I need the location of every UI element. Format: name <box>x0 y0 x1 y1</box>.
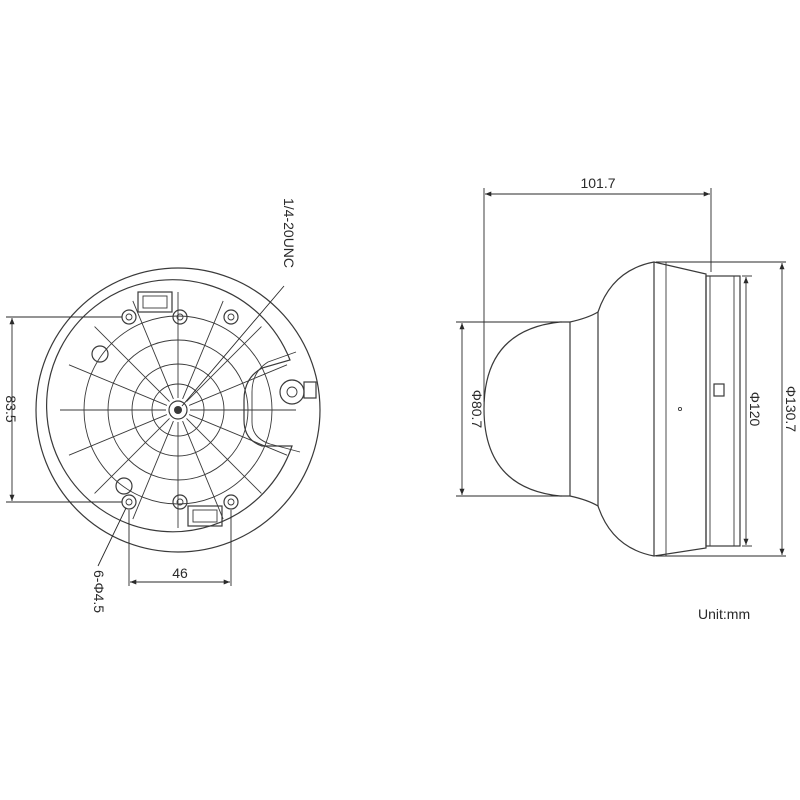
hole-bottom-mid <box>172 494 188 510</box>
depth-dim-label: 101.7 <box>580 175 615 191</box>
indicator-dot <box>677 406 683 412</box>
rib <box>132 420 174 520</box>
side-lug <box>279 379 305 405</box>
rib <box>68 414 168 456</box>
thread-label: 1/4-20UNC <box>281 198 297 268</box>
rib <box>186 418 262 494</box>
dome <box>483 321 570 497</box>
holes-label: 6-Φ4.5 <box>91 570 107 613</box>
base-dim-label: Φ120 <box>747 392 763 427</box>
side-view: 101.7 Φ80.7 Φ120 Φ130.7 <box>456 175 799 557</box>
center-screw <box>168 400 188 420</box>
rib <box>132 300 174 400</box>
rib <box>94 418 170 494</box>
thread-leader <box>181 285 285 407</box>
hole-bottom-right <box>223 494 239 510</box>
outer-rim <box>35 267 321 553</box>
center-screw-core <box>174 406 182 414</box>
side-cable-notch <box>251 351 301 453</box>
base-tab <box>713 383 725 397</box>
hole-bottom-left <box>121 494 137 510</box>
radial-ribs <box>60 292 296 528</box>
rib <box>182 300 224 400</box>
rib <box>94 326 170 402</box>
holes-leader <box>97 507 127 567</box>
bottom-tab <box>115 477 133 495</box>
unit-label: Unit:mm <box>698 606 750 622</box>
dome-collar <box>569 310 599 508</box>
dome-dim-label: Φ80.7 <box>469 390 485 429</box>
rib <box>186 326 262 402</box>
rib <box>188 364 288 406</box>
ring-2 <box>131 363 225 457</box>
ring-3 <box>107 339 249 481</box>
front-view: 1/4-20UNC 83.5 46 6-Φ4.5 <box>3 198 321 613</box>
height-dim-label: 83.5 <box>3 395 19 422</box>
hole-top-mid <box>172 309 188 325</box>
width-dim-label: 46 <box>172 565 188 581</box>
rib <box>182 420 224 520</box>
base-plate <box>705 275 741 547</box>
clip-top <box>137 291 173 313</box>
outer-dim-label: Φ130.7 <box>783 386 799 432</box>
ring-1 <box>151 383 205 437</box>
inner-rim <box>46 279 293 533</box>
mounting-holes <box>121 309 239 510</box>
housing <box>597 261 707 557</box>
hole-top-left <box>121 309 137 325</box>
rib <box>68 364 168 406</box>
rib <box>188 414 288 456</box>
clip-bottom <box>187 505 223 527</box>
hole-top-right <box>223 309 239 325</box>
left-tab <box>91 345 109 363</box>
